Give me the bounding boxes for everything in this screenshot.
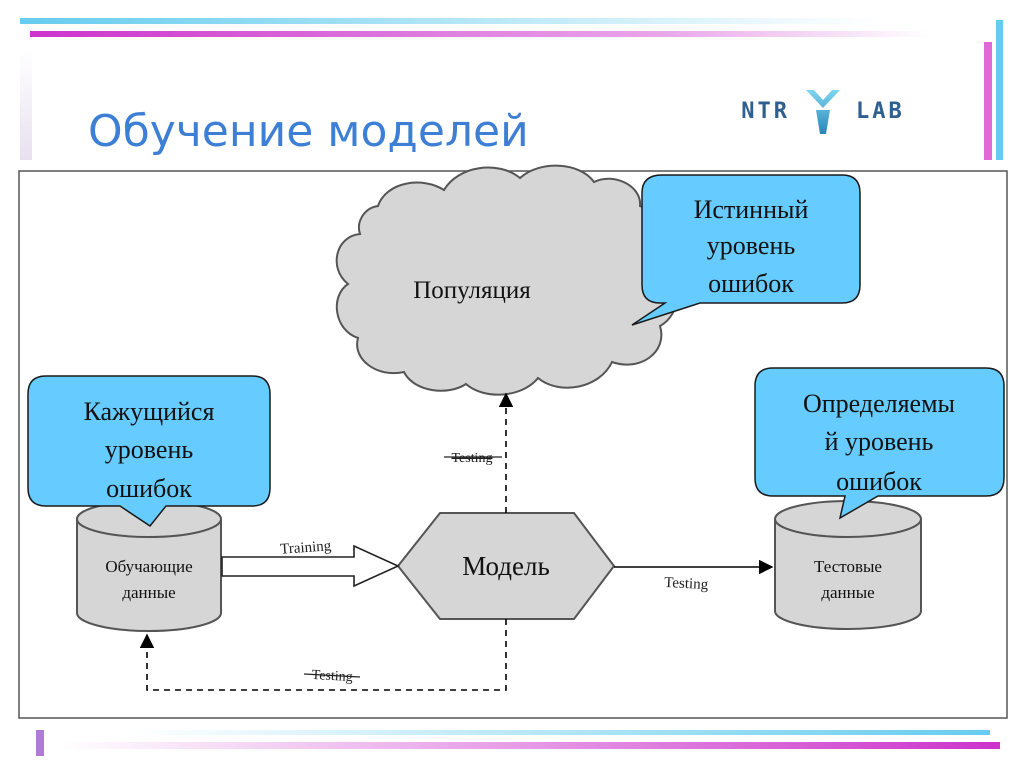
population-cloud [335, 164, 679, 396]
bottom-magenta-bar [60, 742, 1000, 749]
bottom-blue-bar [130, 730, 990, 735]
callout-apparent-line1: Кажущийся [84, 397, 215, 426]
callout-estimated-line1: Определяемы [803, 389, 955, 418]
callout-true-line1: Истинный [694, 195, 809, 224]
callout-true-error [631, 174, 861, 326]
testing-population-label: Testing [451, 451, 492, 466]
logo-mark [806, 90, 840, 134]
population-label: Популяция [413, 277, 531, 304]
callout-true-line3: ошибок [708, 269, 794, 298]
right-blue-bar [996, 20, 1003, 160]
callout-apparent-line3: ошибок [106, 474, 192, 503]
training-data-label-line2: данные [122, 583, 175, 602]
top-blue-bar [20, 18, 880, 24]
training-arrow [221, 544, 400, 588]
testing-train-strike [303, 673, 361, 678]
logo-text-right: LAB [856, 99, 905, 124]
ntr-lab-logo: NTR LAB [741, 90, 905, 134]
model-hexagon [396, 512, 616, 620]
training-arrow-label: Training [280, 538, 333, 558]
left-faded-bar [20, 50, 32, 160]
training-data-label-line1: Обучающие [105, 557, 192, 576]
test-data-label-line1: Тестовые [814, 557, 882, 576]
logo-text-left: NTR [741, 99, 790, 124]
test-data-label-line2: данные [821, 583, 874, 602]
slide-title: Обучение моделей [88, 106, 529, 157]
callout-estimated-line2: й уровень [825, 427, 934, 456]
callout-apparent-line2: уровень [105, 435, 194, 464]
testing-train-label: Testing [311, 668, 353, 685]
callout-true-line2: уровень [707, 231, 796, 260]
model-label: Модель [462, 551, 550, 581]
callout-estimated-error [754, 367, 1005, 520]
callout-estimated-line3: ошибок [836, 467, 922, 496]
testing-test-label: Testing [664, 575, 709, 593]
bottom-violet-mark [36, 730, 44, 756]
callout-apparent-error [27, 375, 271, 528]
testing-arrow-to-training-data [139, 619, 507, 691]
top-magenta-bar [30, 31, 930, 37]
test-data-cylinder [774, 500, 922, 630]
right-magenta-bar [984, 42, 992, 160]
